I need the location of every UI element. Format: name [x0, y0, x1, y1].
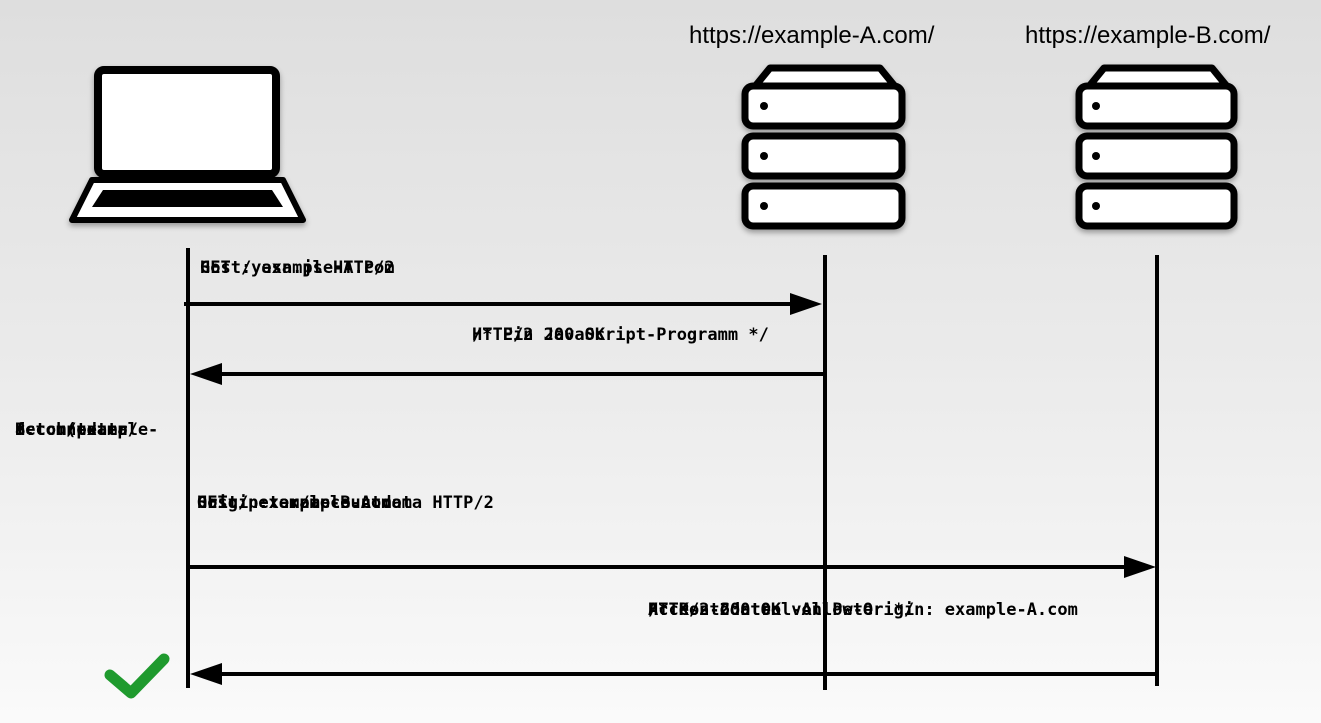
host-header: Host: example-A.com — [200, 258, 395, 278]
arrow-response-accountdata — [190, 663, 1155, 685]
server-a-icon — [741, 64, 906, 230]
arrow-request-accountdata — [190, 556, 1156, 578]
request-line: GET /peter/accountdata HTTP/2 — [197, 493, 494, 513]
acao-header: Access-Control-Allow-Origin: example-A.c… — [648, 600, 1078, 620]
request-line: GET /yasn.js HTTP/2 — [200, 258, 395, 278]
fetch-line-3: accountdata — [15, 420, 128, 440]
status-line: HTTP/2 200 OK — [472, 325, 606, 345]
arrow-request-yasn — [184, 293, 822, 315]
status-line: HTTP/2 200 OK — [648, 600, 782, 620]
server-a-title: https://example-A.com/ — [689, 22, 935, 49]
origin-header: Origin: example-A.com — [197, 493, 412, 513]
checkmark-icon — [104, 653, 170, 699]
fetch-line-2: B.com/peter/ — [15, 420, 138, 440]
arrow-response-yasn — [190, 363, 823, 385]
body-comment: /* Kontodaten von Peter */ — [648, 600, 915, 620]
laptop-icon — [69, 66, 306, 223]
host-header: Host: example-B.com — [197, 493, 392, 513]
server-b-icon — [1075, 64, 1238, 230]
fetch-line-1: fetch(example- — [15, 420, 159, 440]
server-b-title: https://example-B.com/ — [1025, 22, 1271, 49]
body-comment: /* Ein JavaScript-Programm */ — [472, 325, 769, 345]
